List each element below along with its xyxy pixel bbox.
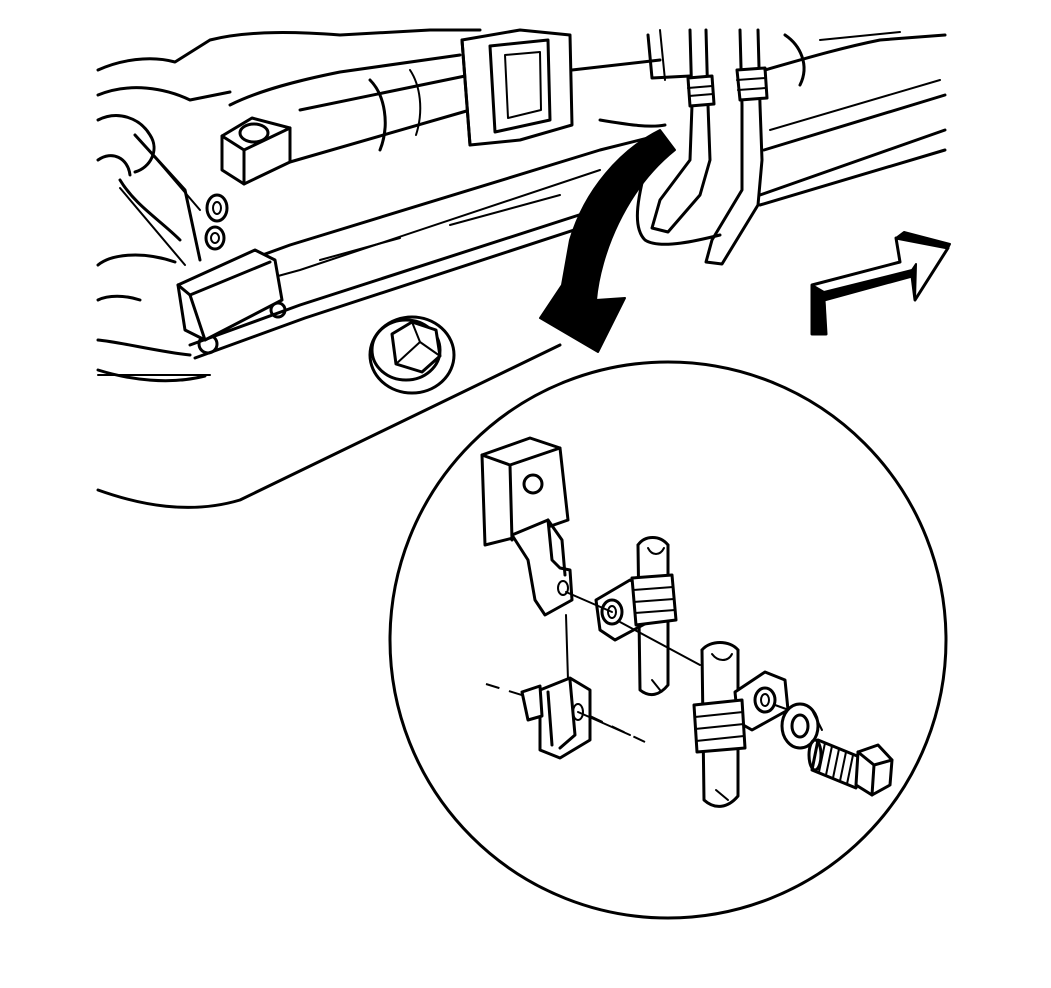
direction-arrow	[810, 231, 951, 336]
oil-pan	[96, 133, 662, 509]
transmission-case	[96, 28, 692, 266]
callout-arrow	[539, 129, 676, 353]
drain-plug	[368, 315, 456, 395]
detail-circle	[388, 360, 948, 920]
bolt	[807, 738, 894, 797]
cooler-lines	[635, 28, 947, 266]
clip-bracket	[480, 436, 646, 760]
washer	[780, 702, 823, 750]
line-clips	[565, 536, 801, 808]
